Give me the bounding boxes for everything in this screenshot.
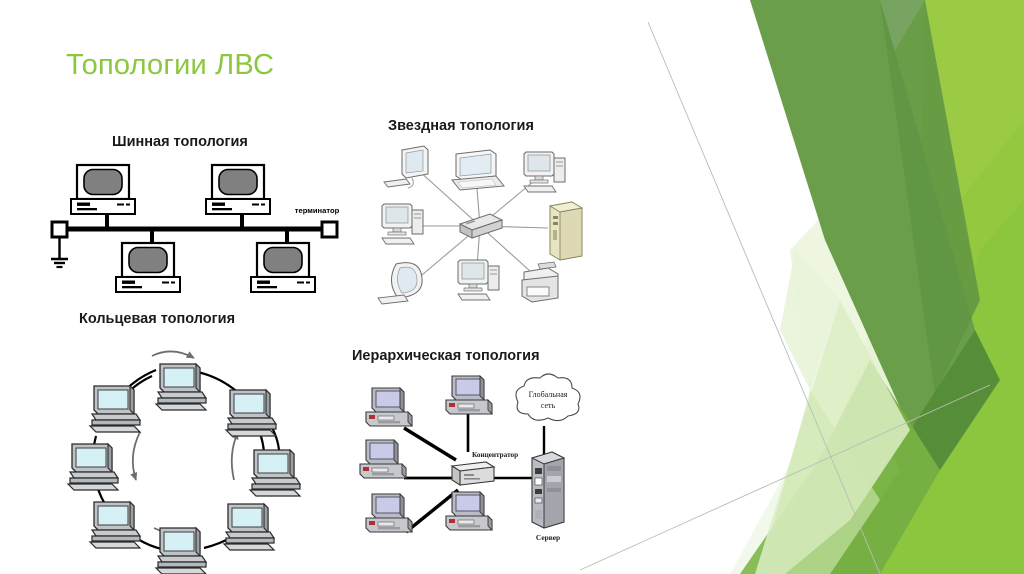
star-node-crt bbox=[377, 262, 423, 305]
tree-hub bbox=[450, 461, 496, 486]
heading-hierarchical-topology: Иерархическая топология bbox=[352, 348, 540, 364]
bus-node-4 bbox=[249, 229, 317, 294]
heading-star-topology: Звездная топология bbox=[388, 118, 534, 134]
tree-node-4 bbox=[365, 493, 413, 533]
star-node-laptop bbox=[451, 149, 505, 191]
star-node-printer bbox=[521, 261, 559, 303]
heading-bus-topology: Шинная топология bbox=[112, 134, 248, 150]
tree-node-3 bbox=[359, 439, 407, 479]
bus-node-3 bbox=[114, 229, 182, 294]
ring-node-4 bbox=[223, 503, 275, 551]
ring-node-6 bbox=[89, 501, 141, 549]
tree-cloud-label-line1: Глобальная bbox=[529, 390, 568, 399]
star-node-pc-top-right bbox=[523, 151, 566, 193]
tree-server bbox=[530, 451, 566, 529]
tree-node-1 bbox=[365, 387, 413, 427]
diagram-star-topology bbox=[372, 140, 592, 315]
ring-node-7 bbox=[67, 443, 119, 491]
tree-cloud-label-line2: сеть bbox=[541, 401, 556, 410]
star-node-pc-mid-left bbox=[381, 203, 424, 245]
bus-terminator-label: терминатор bbox=[295, 206, 340, 215]
tree-node-2 bbox=[445, 375, 493, 415]
star-central-switch bbox=[458, 213, 504, 239]
star-node-monitor bbox=[383, 145, 429, 189]
decorative-facet-background bbox=[579, 0, 1024, 574]
ring-node-8 bbox=[89, 385, 141, 433]
page-title: Топологии ЛВС bbox=[66, 49, 275, 81]
diagram-bus-topology: терминатор bbox=[44, 163, 344, 294]
diagram-hierarchical-topology: Концентратор Сервер Глобальная bbox=[352, 370, 602, 570]
bus-node-2 bbox=[204, 163, 272, 229]
ring-node-2 bbox=[225, 389, 277, 437]
bus-terminator-right bbox=[320, 220, 339, 239]
tree-node-5 bbox=[445, 491, 493, 531]
tree-cloud bbox=[515, 373, 581, 422]
heading-ring-topology: Кольцевая топология bbox=[79, 311, 236, 327]
ring-node-1 bbox=[155, 363, 207, 411]
star-node-server bbox=[548, 201, 584, 261]
bus-node-1 bbox=[69, 163, 137, 229]
ring-node-3 bbox=[249, 449, 301, 497]
tree-hub-label: Концентратор bbox=[472, 451, 518, 459]
diagram-ring-topology bbox=[48, 340, 348, 574]
ring-node-5 bbox=[155, 527, 207, 574]
tree-server-label: Сервер bbox=[536, 533, 560, 542]
tree-links bbox=[403, 414, 546, 534]
star-node-pc-bottom bbox=[457, 259, 500, 301]
bus-terminator-left bbox=[50, 220, 69, 269]
